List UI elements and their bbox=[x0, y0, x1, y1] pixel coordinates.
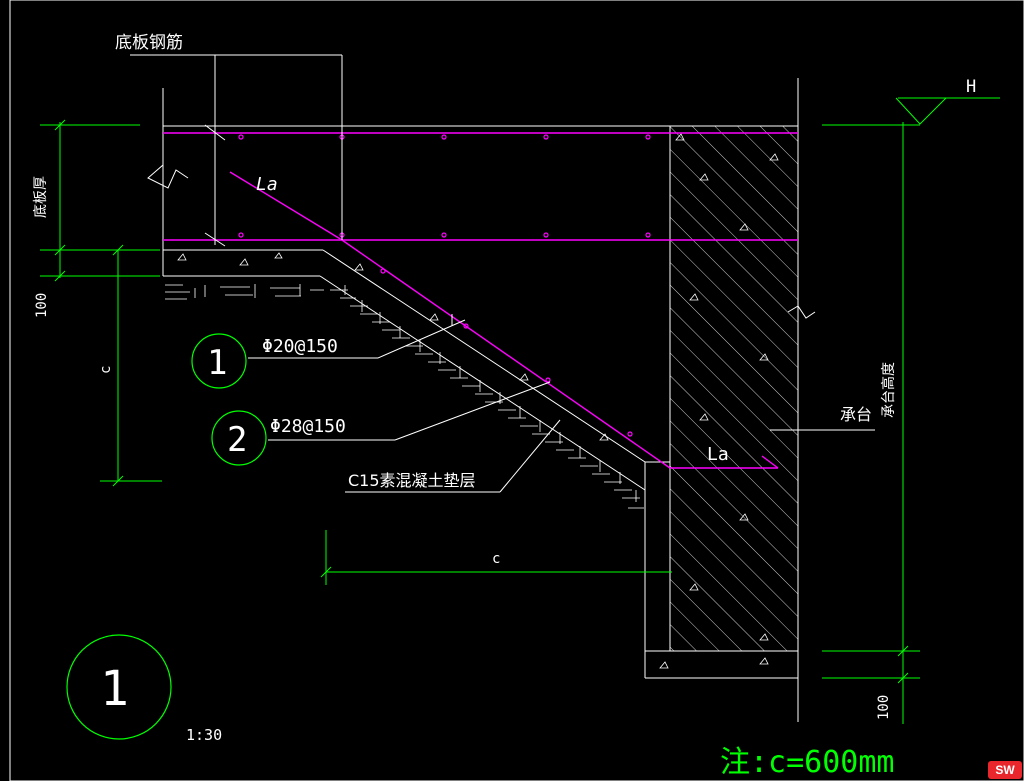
la-top-label: La bbox=[256, 174, 278, 195]
cap-height-label: 承台高度 bbox=[880, 362, 897, 418]
cushion-hatch bbox=[165, 284, 644, 509]
detail-id-number: 1 bbox=[100, 661, 129, 717]
watermark-logo: SW bbox=[988, 761, 1022, 779]
detail-id-circle bbox=[66, 634, 172, 740]
leader-lines bbox=[130, 54, 875, 493]
rebar-lines bbox=[163, 132, 798, 469]
dim-c-vertical: c bbox=[98, 366, 114, 374]
rebar2-label: Φ28@150 bbox=[270, 416, 346, 437]
rebar1-label: Φ20@150 bbox=[262, 336, 338, 357]
cushion-label: C15素混凝土垫层 bbox=[348, 471, 476, 490]
dim-c-horizontal: c bbox=[492, 551, 500, 567]
elevation-mark: H bbox=[966, 77, 976, 97]
dim-100-right: 100 bbox=[876, 695, 892, 720]
drawing-frame bbox=[9, 0, 1024, 781]
scale-label: 1:30 bbox=[186, 726, 222, 744]
note-text: 注:c=600mm bbox=[720, 745, 895, 780]
la-bottom-label: La bbox=[707, 444, 729, 465]
slab-rebar-label: 底板钢筋 bbox=[115, 33, 183, 53]
concrete-aggregate bbox=[177, 133, 779, 669]
callout-2-number: 2 bbox=[227, 420, 247, 460]
cap-label: 承台 bbox=[840, 405, 872, 424]
base-slab bbox=[147, 88, 798, 679]
callout-1-number: 1 bbox=[207, 343, 227, 383]
callout-2-circle bbox=[211, 410, 267, 466]
rebar-dots bbox=[238, 134, 651, 437]
pile-cap-section bbox=[669, 78, 816, 722]
callout-1-circle bbox=[191, 333, 247, 389]
dim-100-left: 100 bbox=[34, 293, 50, 318]
dimension-lines bbox=[40, 97, 1000, 724]
slab-thickness-label: 底板厚 bbox=[33, 176, 49, 218]
